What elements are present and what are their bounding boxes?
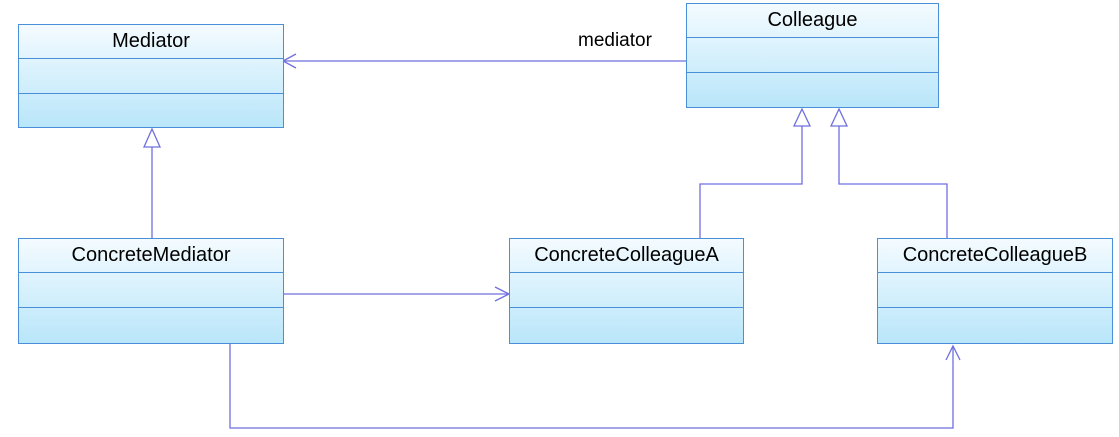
- attributes-compartment: [19, 273, 283, 308]
- generalization-colleagueb-to-colleague: [829, 107, 948, 238]
- hollow-triangle-arrowhead: [792, 107, 812, 127]
- operations-compartment: [19, 94, 283, 127]
- class-name: Mediator: [19, 25, 283, 59]
- class-name: ConcreteColleagueA: [510, 239, 743, 273]
- operations-compartment: [687, 73, 938, 107]
- association-colleague-to-mediator: [281, 53, 686, 69]
- attributes-compartment: [19, 59, 283, 94]
- association-concretemediator-to-colleaguea: [284, 286, 511, 302]
- class-name: ConcreteMediator: [19, 239, 283, 273]
- operations-compartment: [19, 308, 283, 343]
- class-concrete-colleague-b[interactable]: ConcreteColleagueB: [877, 238, 1113, 344]
- class-name: Colleague: [687, 4, 938, 38]
- hollow-triangle-arrowhead: [829, 107, 849, 127]
- attributes-compartment: [510, 273, 743, 308]
- attributes-compartment: [878, 273, 1112, 308]
- role-label-mediator: mediator: [578, 30, 652, 51]
- open-arrowhead: [945, 344, 961, 361]
- hollow-triangle-arrowhead: [142, 127, 162, 148]
- operations-compartment: [510, 308, 743, 343]
- class-concrete-colleague-a[interactable]: ConcreteColleagueA: [509, 238, 744, 344]
- class-name: ConcreteColleagueB: [878, 239, 1112, 273]
- class-concrete-mediator[interactable]: ConcreteMediator: [18, 238, 284, 344]
- operations-compartment: [878, 308, 1112, 343]
- association-concretemediator-to-colleagueb: [229, 344, 961, 429]
- class-mediator[interactable]: Mediator: [18, 24, 284, 128]
- generalization-colleaguea-to-colleague: [699, 107, 812, 238]
- attributes-compartment: [687, 38, 938, 73]
- generalization-concretemediator-to-mediator: [142, 127, 162, 238]
- class-colleague[interactable]: Colleague: [686, 3, 939, 108]
